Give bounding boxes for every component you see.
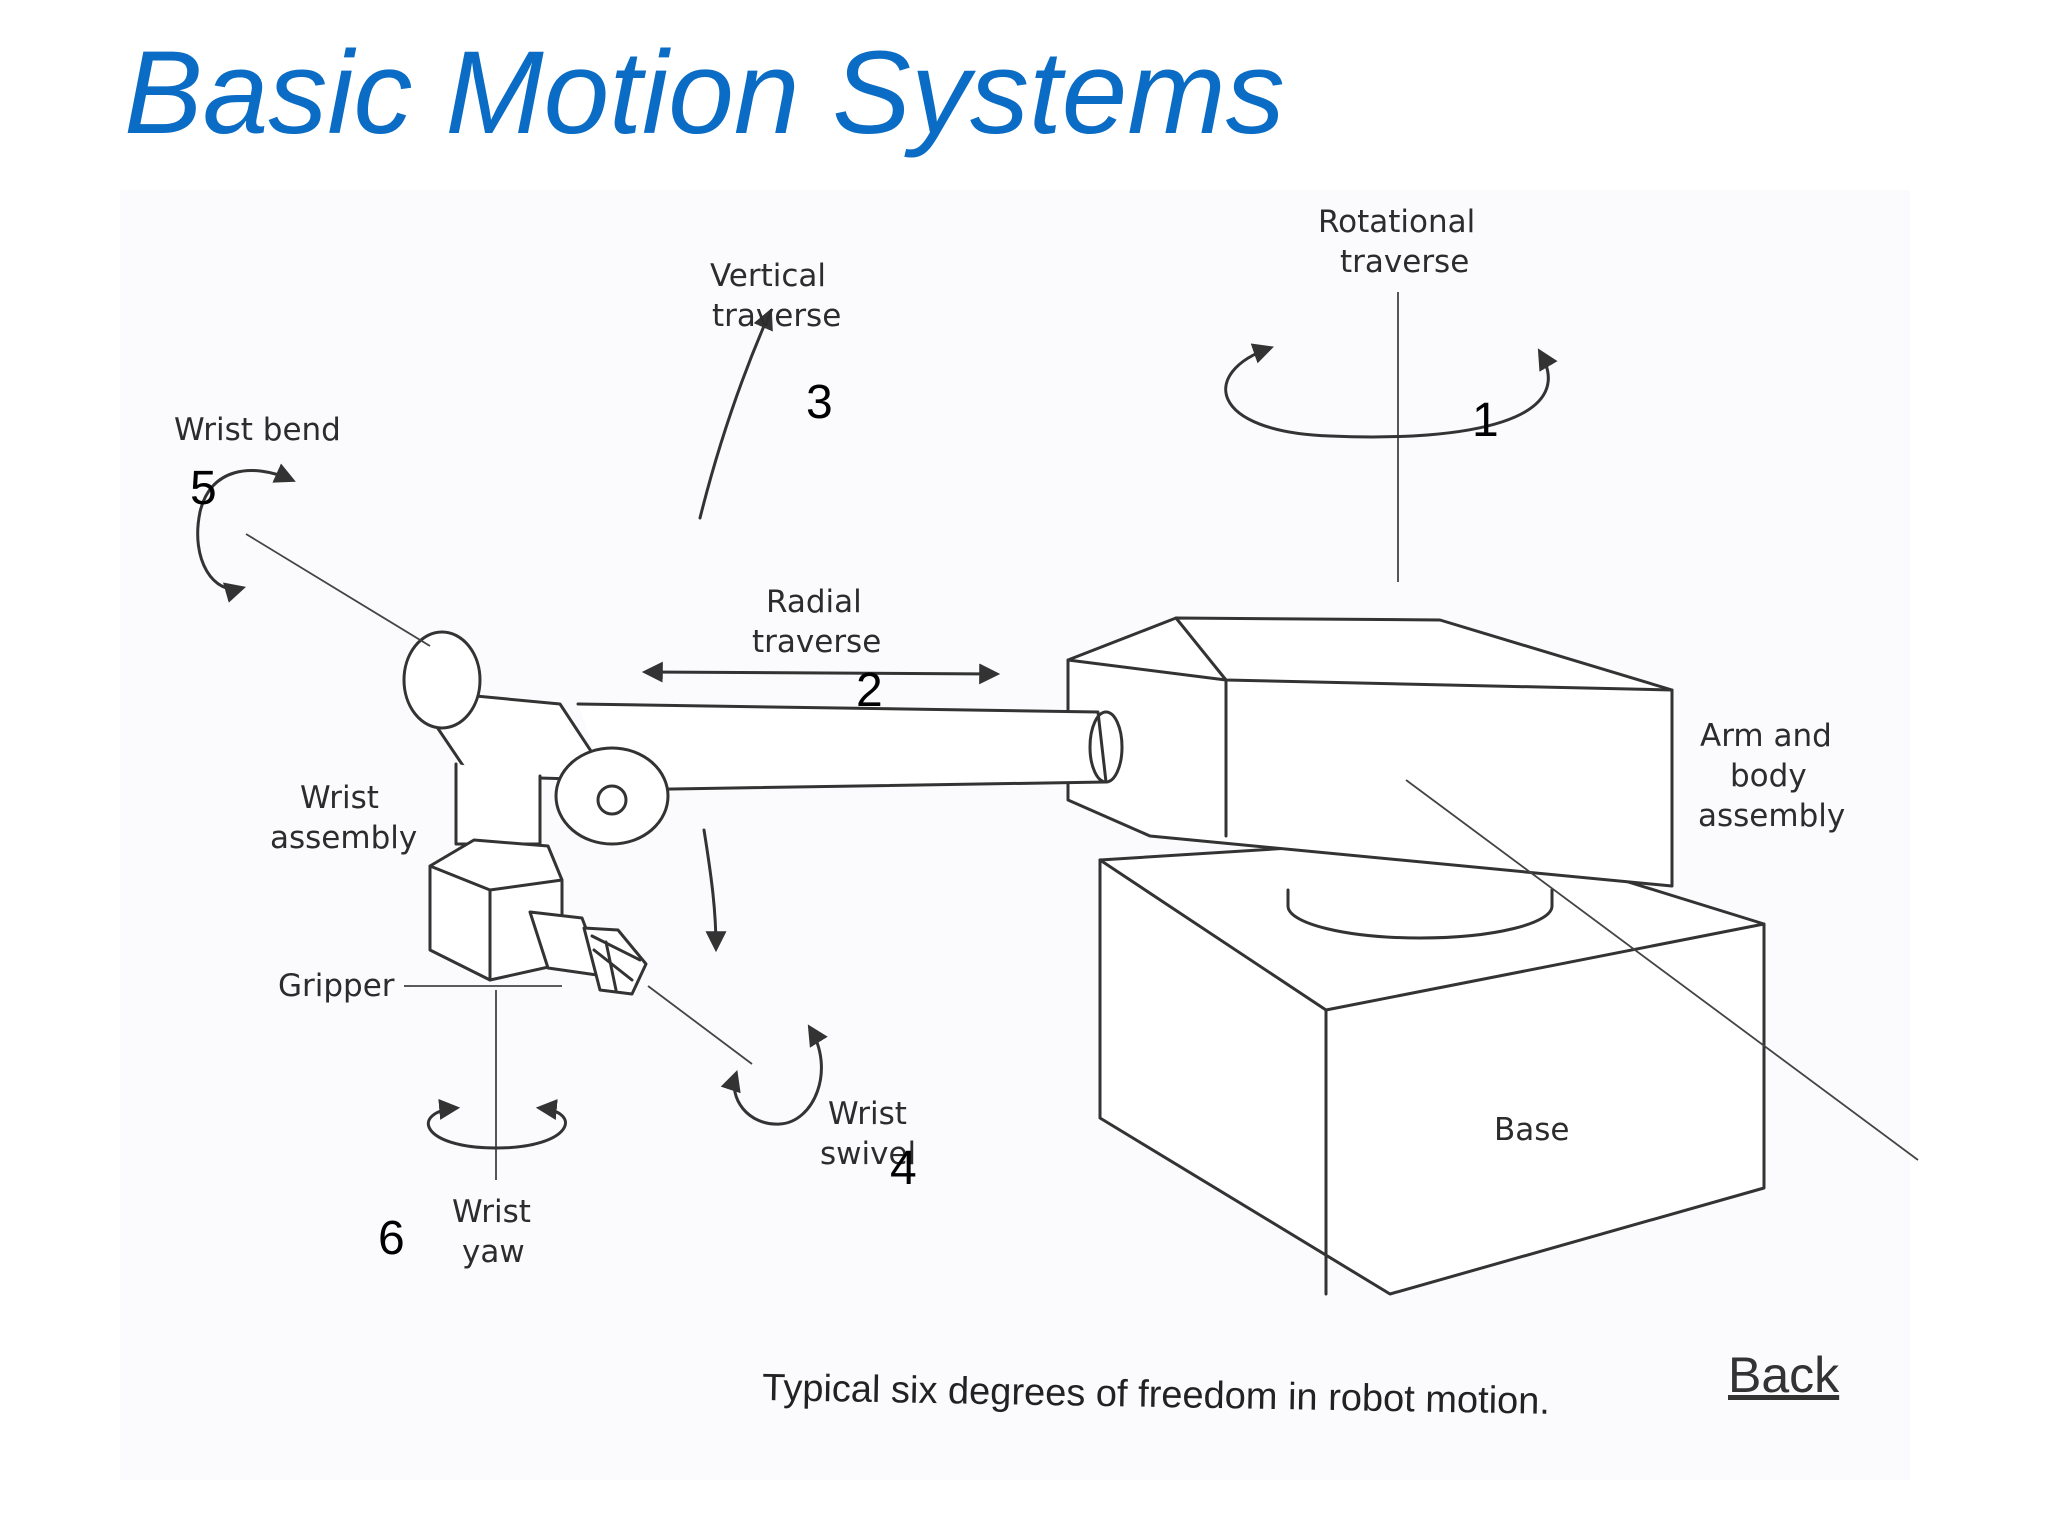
number-wrist-bend: 5 [190, 462, 217, 515]
wrist-housing [428, 838, 564, 982]
down-arrow [702, 828, 727, 953]
back-link[interactable]: Back [1728, 1347, 1840, 1403]
label-wrist-assembly: Wrist [300, 780, 379, 816]
rotational-arrow [1224, 343, 1558, 439]
number-wrist-yaw: 6 [378, 1212, 405, 1265]
motion-numbers: 1 2 3 4 5 6 [190, 376, 1499, 1265]
label-arm-body-assembly-2: body [1730, 758, 1807, 794]
arm-body-housing [1066, 616, 1674, 888]
label-vertical-traverse: Vertical [710, 258, 826, 294]
label-rotational-traverse: Rotational [1318, 204, 1475, 240]
wrist-bend-arrow [196, 463, 296, 603]
wrist-vertical-link [454, 762, 542, 846]
page-title: Basic Motion Systems [124, 27, 1285, 159]
label-arm-body-assembly: Arm and [1700, 718, 1832, 754]
label-rotational-traverse-2: traverse [1340, 244, 1469, 280]
number-rotational: 1 [1472, 394, 1499, 447]
gripper [528, 910, 648, 996]
radial-arrow [641, 661, 1001, 685]
label-wrist-yaw: Wrist [452, 1194, 531, 1230]
motion-arrows [196, 308, 1558, 1150]
label-gripper: Gripper [278, 968, 395, 1004]
wrist-upper-link [402, 630, 612, 782]
label-wrist-swivel-2: swivel [820, 1136, 916, 1172]
diagram-labels: Rotational traverse Vertical traverse Ra… [174, 204, 1845, 1270]
wrist-yaw-arrow [426, 1099, 567, 1150]
vertical-arrow [698, 308, 773, 520]
turntable [1286, 888, 1554, 940]
label-base: Base [1494, 1112, 1570, 1148]
label-wrist-yaw-2: yaw [462, 1234, 525, 1270]
label-arm-body-assembly-3: assembly [1698, 798, 1845, 834]
number-vertical: 3 [806, 376, 833, 429]
label-wrist-bend: Wrist bend [174, 412, 341, 448]
wrist-swivel-arrow [720, 1024, 828, 1126]
label-vertical-traverse-2: traverse [712, 298, 841, 334]
robot-arm [576, 702, 1124, 792]
label-radial-traverse: Radial [766, 584, 862, 620]
arm-end-cap [554, 746, 670, 846]
label-radial-traverse-2: traverse [752, 624, 881, 660]
number-radial: 2 [856, 664, 883, 717]
label-wrist-swivel: Wrist [828, 1096, 907, 1132]
label-wrist-assembly-2: assembly [270, 820, 417, 856]
base-block [1098, 834, 1766, 1296]
number-wrist-swivel: 4 [890, 1142, 917, 1195]
